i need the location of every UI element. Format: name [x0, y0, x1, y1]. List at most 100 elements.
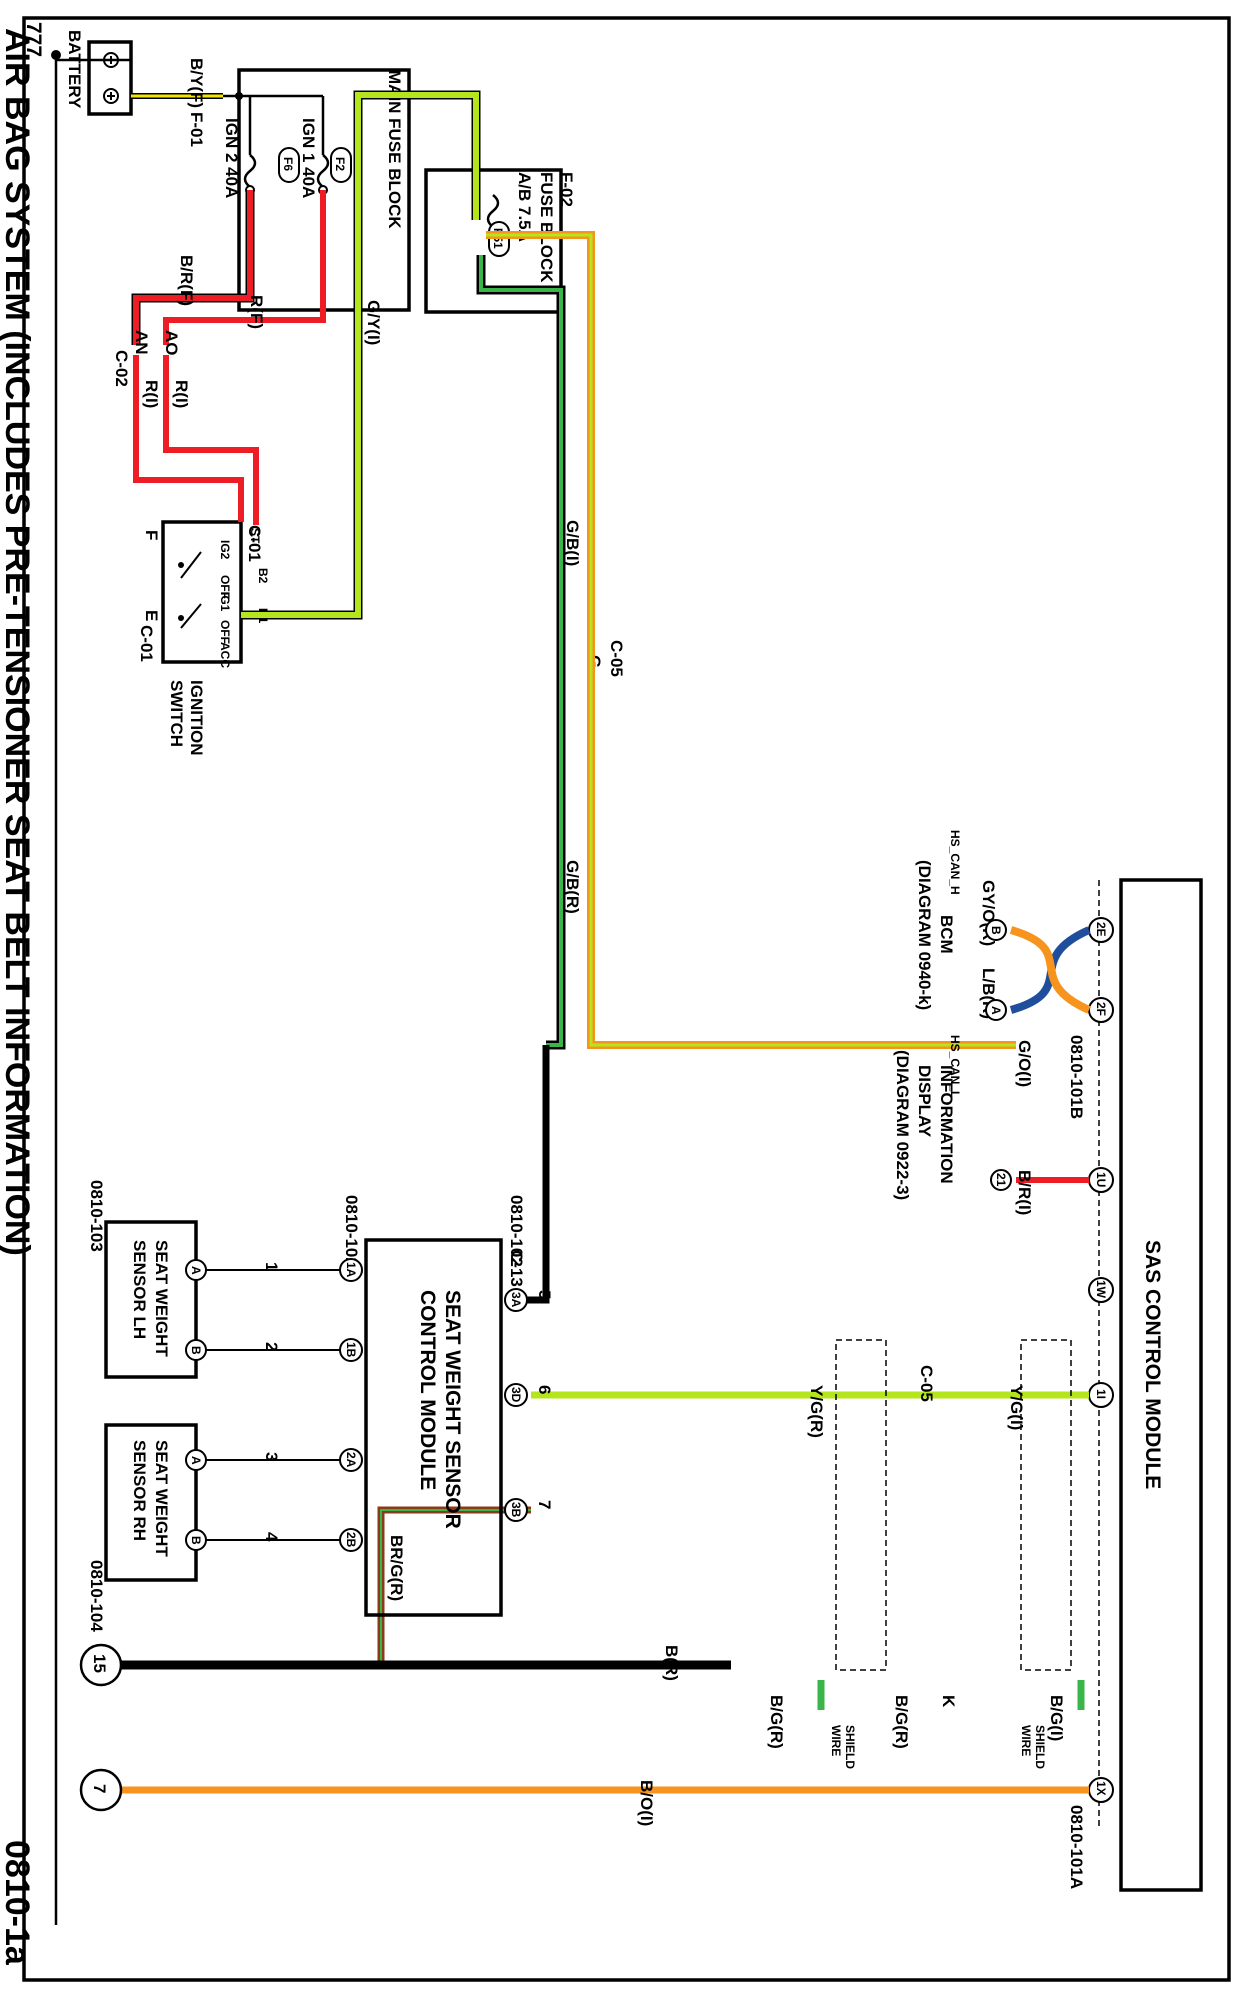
- pin-ao: AO: [162, 330, 181, 356]
- line-1: 1: [262, 1262, 281, 1271]
- ignition-switch-label-2: SWITCH: [167, 680, 186, 747]
- fuse-block-box: [424, 168, 563, 314]
- line-2: 2: [262, 1342, 281, 1351]
- pin-e: E: [142, 610, 161, 621]
- wire-label-gy-i: G/Y(I): [364, 300, 383, 345]
- pin-1u: 1U: [1094, 1172, 1108, 1187]
- sw-pin-3b: 3B: [509, 1502, 523, 1518]
- bcm-pin-a: A: [989, 1006, 1003, 1015]
- fuse-ign2-id: F6: [281, 157, 295, 171]
- sas-module-label: SAS CONTROL MODULE: [1141, 1240, 1164, 1489]
- connector-c05-g: C-05: [607, 640, 626, 677]
- line-4: 4: [262, 1532, 281, 1542]
- line-7: 7: [535, 1500, 554, 1509]
- pin-2f: 2F: [1094, 1002, 1108, 1016]
- wire-label-by-f: B/Y(F): [187, 58, 206, 108]
- lh-pin-b: B: [189, 1346, 203, 1355]
- pin-k: K: [939, 1695, 958, 1708]
- shield-label-1b: WIRE: [1019, 1725, 1033, 1756]
- sw-pin-3b-circle: [504, 1498, 528, 1522]
- fuse-ign2-label: IGN 2 40A: [222, 118, 241, 198]
- swscm-label-1: SEAT WEIGHT SENSOR: [441, 1290, 464, 1529]
- connector-c02: C-02: [112, 350, 131, 387]
- wire-label-br-f: B/R(F): [177, 255, 196, 306]
- wire-label-bo-i: B/O(I): [637, 1780, 656, 1826]
- ref-0810-101b: 0810-101B: [1067, 1035, 1086, 1119]
- sw-pin-3d: 3D: [509, 1387, 523, 1403]
- sw-pin-3a: 3A: [509, 1292, 523, 1308]
- ignition-switch-box: [161, 520, 243, 664]
- sws-lh-label-2: SENSOR LH: [130, 1240, 149, 1339]
- info-display-label-1: INFORMATION: [937, 1065, 956, 1184]
- wire-label-yg-i: Y/G(I): [1007, 1385, 1026, 1430]
- wire-label-gb-i: G/B(I): [563, 520, 582, 566]
- switch-b2: B2: [256, 568, 270, 584]
- line-6: 6: [535, 1385, 554, 1394]
- fuse-block-f02: F-02 FUSE BLOCK A/B 7.5A F51: [424, 168, 576, 314]
- switch-st: ST: [248, 528, 262, 544]
- bcm-diagram-label: (DIAGRAM 0940-k): [915, 860, 934, 1010]
- shield-label-2b: WIRE: [829, 1725, 843, 1756]
- wire-label-gb-r: G/B(R): [563, 860, 582, 914]
- swscm-label-2: CONTROL MODULE: [416, 1290, 439, 1490]
- sw-pin-3d-circle: [504, 1383, 528, 1407]
- fuse-block-label: FUSE BLOCK: [537, 172, 556, 283]
- wire-r-i-1: [163, 355, 241, 453]
- fuse-ign2-badge: [278, 147, 300, 183]
- pin-1w-circle: [1088, 1277, 1114, 1303]
- wire-r-f: [163, 190, 326, 345]
- bcm-pin-b-circle: [985, 919, 1007, 941]
- wire-label-r-f: R(F): [247, 295, 266, 329]
- rh-pin-a: A: [189, 1456, 203, 1465]
- wire-label-yg-r: Y/G(R): [807, 1385, 826, 1438]
- fuse-ab-label: A/B 7.5A: [515, 172, 534, 242]
- corner-code: 777: [22, 22, 45, 57]
- connector-c01-top: C-01: [137, 625, 156, 662]
- shield-box-1: [1020, 1339, 1072, 1671]
- battery-label: BATTERY: [65, 30, 84, 109]
- ref-0810-102-bottom: 0810-102: [342, 1195, 361, 1267]
- fuse-ign1-label: IGN 1 40A: [299, 118, 318, 198]
- fuse-ign1-badge: [330, 147, 352, 183]
- ref-0810-104: 0810-104: [87, 1560, 106, 1632]
- switch-ig2: IG2: [218, 540, 232, 560]
- seat-weight-sensor-rh: A B SEAT WEIGHT SENSOR RH 0810-104: [87, 1423, 207, 1632]
- sws-lh-label-1: SEAT WEIGHT: [152, 1240, 171, 1357]
- fuse-ign1-icon: [316, 154, 330, 188]
- main-fuse-block-label: MAIN FUSE BLOCK: [385, 70, 404, 229]
- wire-gb: [479, 255, 563, 1047]
- connector-f01: F-01: [187, 112, 206, 147]
- rh-pin-b: B: [189, 1536, 203, 1545]
- sw-pin-2b: 2B: [344, 1532, 358, 1548]
- wire-label-br-i: B/R(I): [1015, 1170, 1034, 1215]
- wire-gb-outline: [476, 255, 566, 1050]
- wire-r-i-2: [133, 355, 244, 522]
- switch-ig1: IG1: [218, 592, 232, 612]
- hs-can-l-label: HS_CAN_L: [948, 1035, 962, 1098]
- shield-label-1: SHIELD: [1033, 1725, 1047, 1769]
- lh-pin-a: A: [189, 1266, 203, 1275]
- wire-br-f: [133, 190, 253, 345]
- sws-lh-box: [104, 1220, 198, 1379]
- pin-1i: 1I: [1094, 1389, 1108, 1399]
- wire-label-br-g-r: BR/G(R): [387, 1535, 406, 1601]
- connector-c01-bottom: C-01: [245, 525, 264, 562]
- sw-pin-1b: 1B: [344, 1342, 358, 1358]
- sheet-border: [22, 16, 1231, 1982]
- battery-box: [87, 40, 133, 116]
- line-3: 3: [262, 1452, 281, 1461]
- bcm-label: BCM: [937, 915, 956, 954]
- wire-label-b-r: B(R): [662, 1645, 681, 1681]
- rh-pin-a-circle: [185, 1449, 207, 1471]
- switch-contact-2: [180, 603, 202, 629]
- rh-pin-b-circle: [185, 1529, 207, 1551]
- wire-go-i-green: [486, 233, 1016, 1047]
- sw-pin-1a: 1A: [344, 1262, 358, 1278]
- ground-bus-node: [51, 50, 61, 60]
- battery: BATTERY: [56, 30, 133, 116]
- battery-positive-terminal: [103, 88, 119, 104]
- connector-c05-yg: C-05: [917, 1365, 936, 1402]
- sws-rh-box: [104, 1423, 198, 1582]
